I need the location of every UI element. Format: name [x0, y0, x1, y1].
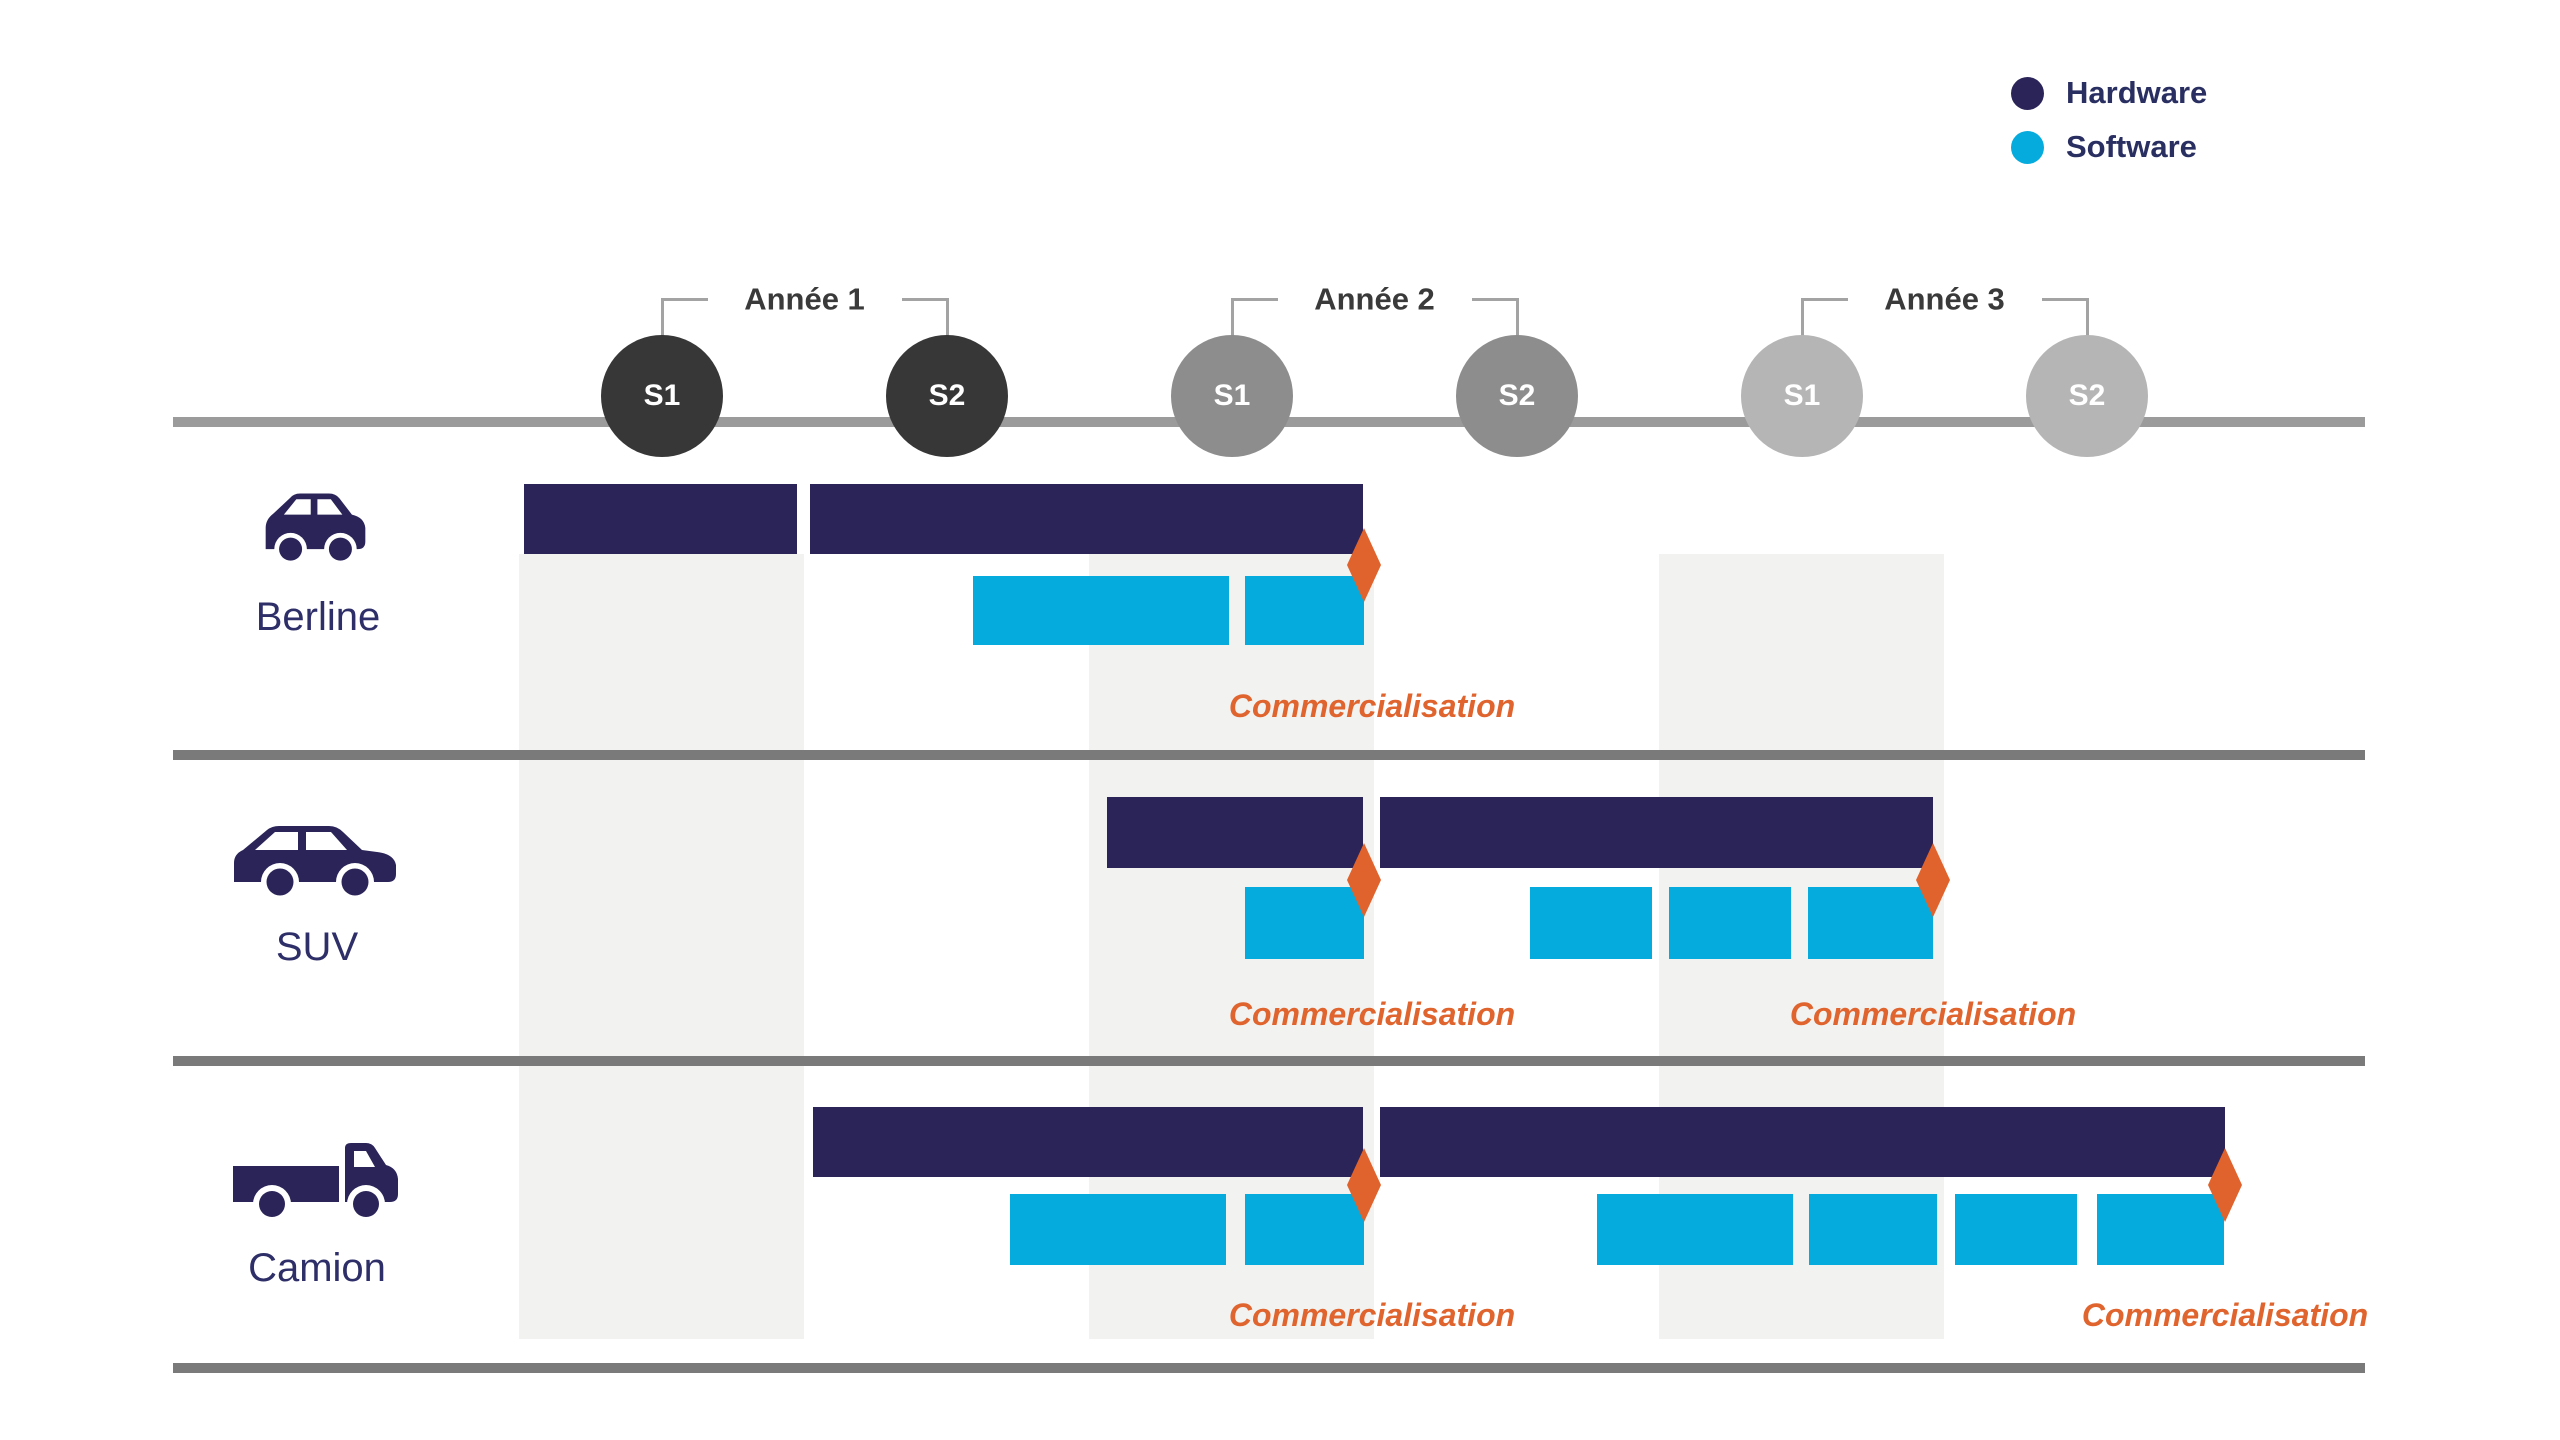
suv-software-bar [1808, 887, 1933, 959]
semester-circle-s1-year2: S1 [1171, 335, 1293, 457]
year-bracket-drop [2085, 298, 2089, 336]
year-bracket-line [1471, 298, 1517, 301]
berline-commercialisation-label: Commercialisation [1228, 688, 1516, 724]
year-bracket-drop [945, 298, 949, 336]
row-separator-3 [173, 1363, 2365, 1373]
legend-item-hardware: Hardware [2011, 75, 2207, 111]
year-label: Année 2 [1314, 281, 1435, 317]
truck-icon [227, 1136, 405, 1232]
hardware-legend-dot-icon [2011, 76, 2044, 110]
berline-software-bar [973, 576, 1229, 645]
suv-commercialisation-diamond [1916, 843, 1950, 917]
suv-software-bar [1530, 887, 1652, 959]
camion-software-bar [1010, 1194, 1226, 1265]
camion-hardware-bar [813, 1107, 1363, 1177]
row-label-suv: SUV [275, 925, 359, 969]
berline-software-bar [1245, 576, 1364, 645]
camion-commercialisation-label: Commercialisation [2081, 1297, 2369, 1333]
camion-software-bar [1809, 1194, 1937, 1265]
semester-circle-s2-year3: S2 [2026, 335, 2148, 457]
semester-circle-s2-year1: S2 [886, 335, 1008, 457]
suv-hardware-bar [1380, 797, 1933, 868]
year-bracket-drop [660, 298, 664, 336]
year-bracket-line [662, 298, 708, 301]
year-label: Année 1 [744, 281, 865, 317]
row-separator-1 [173, 750, 2365, 760]
year-label: Année 3 [1884, 281, 2005, 317]
suv-commercialisation-label: Commercialisation [1789, 996, 2077, 1032]
semester-circle-label: S2 [1498, 379, 1536, 412]
year-bracket-line [901, 298, 947, 301]
semester-circle-s1-year1: S1 [601, 335, 723, 457]
camion-commercialisation-diamond [2208, 1148, 2242, 1222]
camion-software-bar [1955, 1194, 2077, 1265]
semester-circle-s2-year2: S2 [1456, 335, 1578, 457]
software-legend-dot-icon [2011, 130, 2044, 164]
semester-band-1 [519, 554, 804, 1339]
berline-commercialisation-diamond [1347, 528, 1381, 602]
camion-commercialisation-label: Commercialisation [1228, 1297, 1516, 1333]
suv-hardware-bar [1107, 797, 1363, 868]
row-label-berline: Berline [255, 595, 381, 639]
suv-commercialisation-diamond [1347, 843, 1381, 917]
suv-software-bar [1669, 887, 1791, 959]
row-label-camion: Camion [248, 1246, 386, 1290]
camion-software-bar [2097, 1194, 2224, 1265]
berline-hardware-bar [810, 484, 1363, 554]
legend-item-software: Software [2011, 129, 2197, 165]
car-suv-icon [226, 818, 406, 910]
camion-software-bar [1245, 1194, 1364, 1265]
berline-hardware-bar [524, 484, 797, 554]
semester-circle-s1-year3: S1 [1741, 335, 1863, 457]
semester-circle-label: S1 [643, 379, 681, 412]
year-bracket-line [1802, 298, 1848, 301]
year-bracket-drop [1800, 298, 1804, 336]
semester-circle-label: S2 [928, 379, 966, 412]
year-bracket-drop [1515, 298, 1519, 336]
suv-commercialisation-label: Commercialisation [1228, 996, 1516, 1032]
camion-commercialisation-diamond [1347, 1148, 1381, 1222]
suv-software-bar [1245, 887, 1364, 959]
camion-hardware-bar [1380, 1107, 2225, 1177]
legend-label: Hardware [2066, 75, 2208, 110]
year-bracket-line [2041, 298, 2087, 301]
year-bracket-drop [1230, 298, 1234, 336]
row-separator-2 [173, 1056, 2365, 1066]
semester-circle-label: S1 [1783, 379, 1821, 412]
semester-circle-label: S2 [2068, 379, 2106, 412]
legend-label: Software [2066, 129, 2197, 164]
camion-software-bar [1597, 1194, 1793, 1265]
car-hatchback-icon [258, 489, 373, 569]
semester-circle-label: S1 [1213, 379, 1251, 412]
year-bracket-line [1232, 298, 1278, 301]
